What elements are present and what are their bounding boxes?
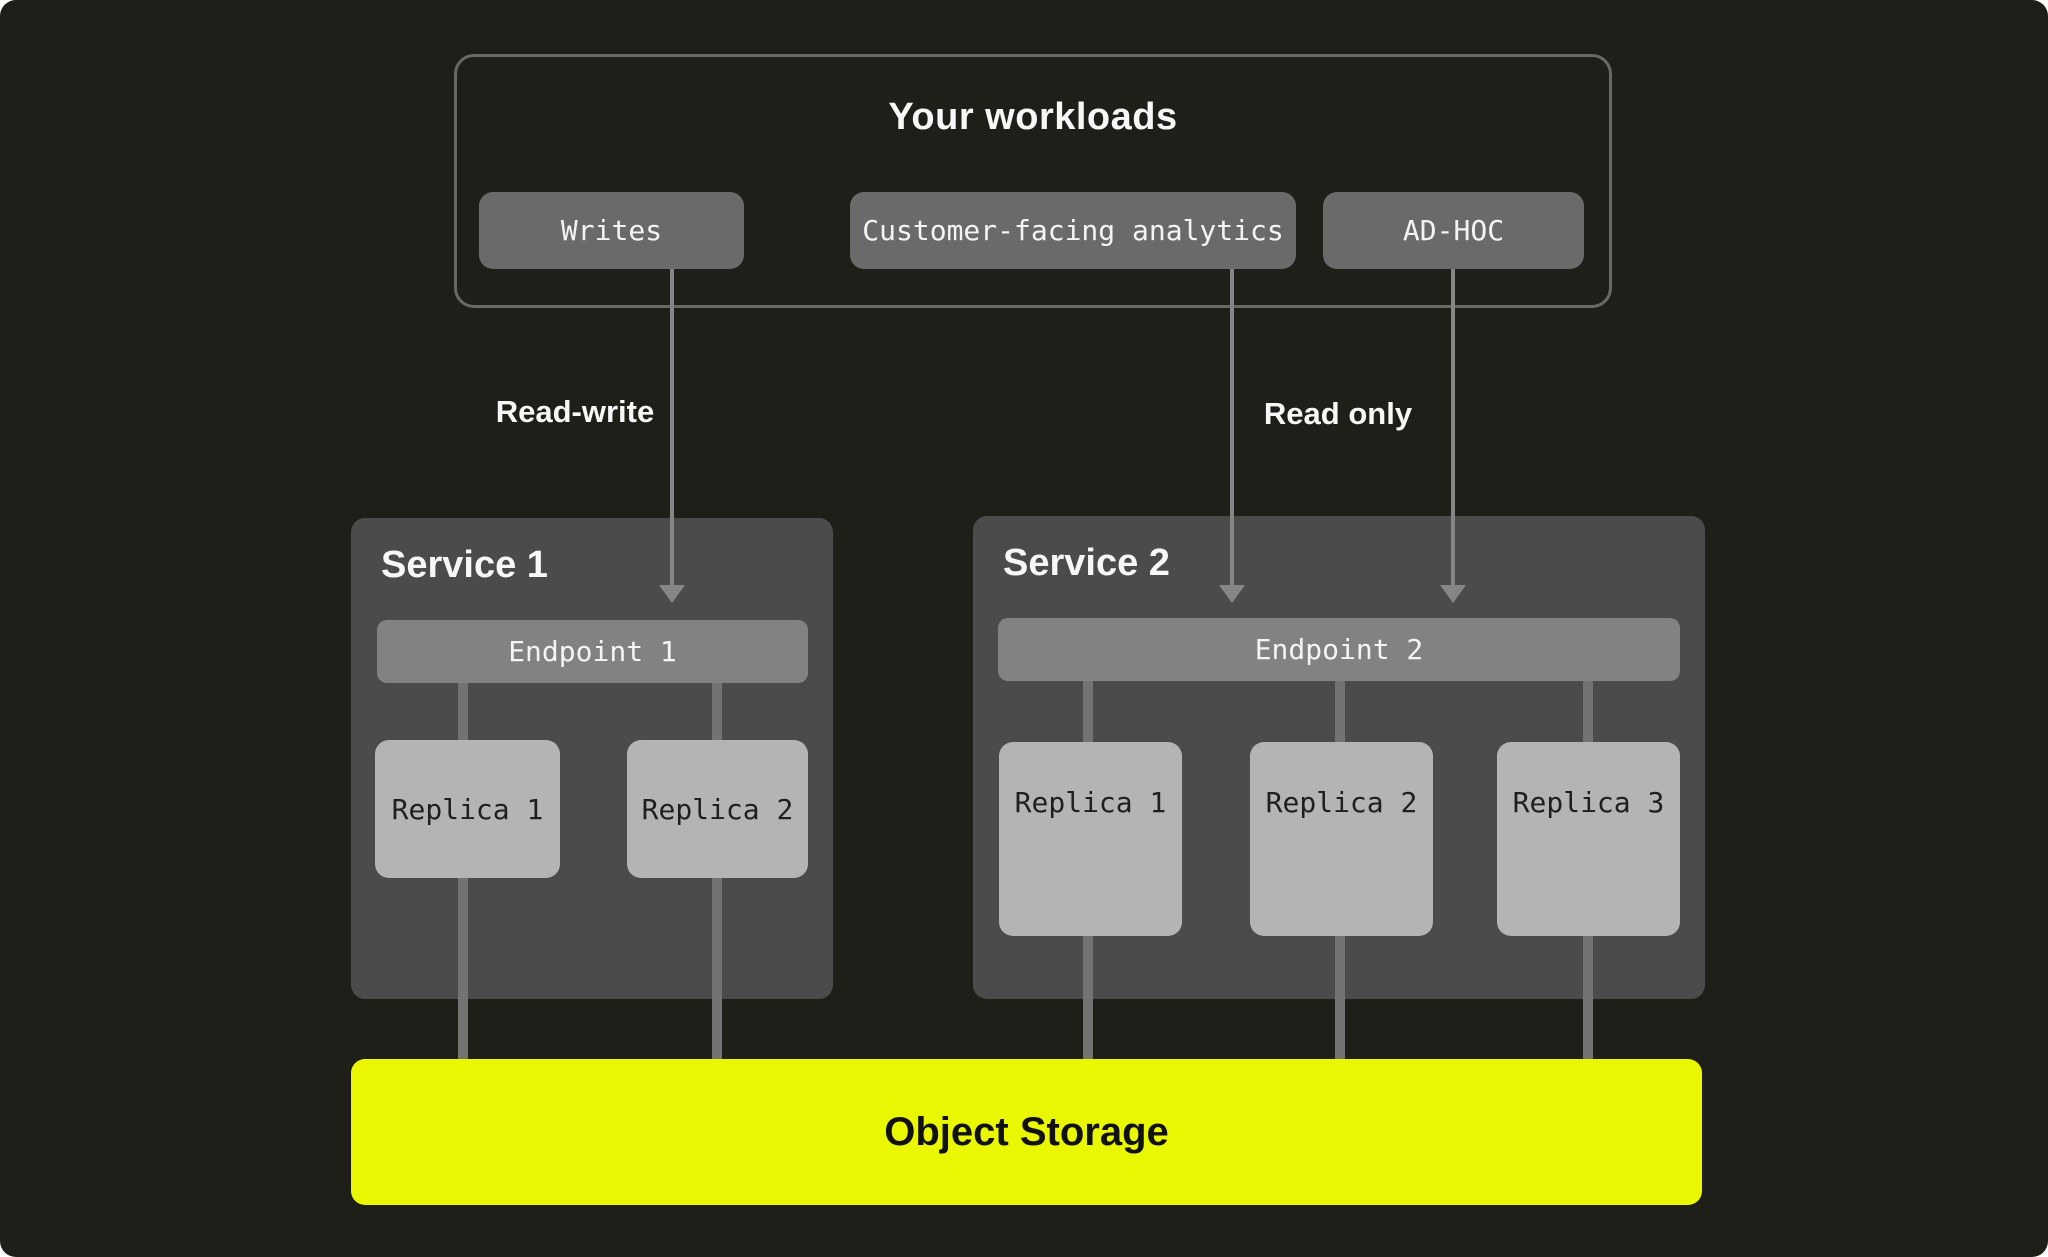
object-storage-label: Object Storage bbox=[884, 1109, 1169, 1154]
service-2-replica-2-label: Replica 2 bbox=[1265, 786, 1418, 819]
service-1-replica-2-label: Replica 2 bbox=[641, 792, 794, 826]
service-2-replica-1-label: Replica 1 bbox=[1014, 786, 1167, 819]
workload-node-writes-label: Writes bbox=[560, 214, 663, 247]
service-1-replica-2: Replica 2 bbox=[627, 740, 808, 878]
arrow-adhoc-to-endpoint2-head-icon bbox=[1440, 585, 1466, 603]
service-2-replica-3-label: Replica 3 bbox=[1512, 786, 1665, 819]
workloads-group-frame bbox=[454, 54, 1612, 308]
edge-label-read-write: Read-write bbox=[495, 394, 655, 429]
workload-node-ad-hoc-label: AD-HOC bbox=[1402, 214, 1505, 247]
service-1-replica-1-label: Replica 1 bbox=[391, 792, 544, 826]
service-2-endpoint-label: Endpoint 2 bbox=[1254, 633, 1424, 666]
service-1-endpoint: Endpoint 1 bbox=[377, 620, 808, 683]
service-1-title: Service 1 bbox=[381, 544, 548, 586]
service-2-replica-2: Replica 2 bbox=[1250, 742, 1433, 936]
arrow-writes-to-endpoint1-head-icon bbox=[659, 585, 685, 603]
arrow-analytics-to-endpoint2-line bbox=[1230, 269, 1234, 585]
service-2-replica-3: Replica 3 bbox=[1497, 742, 1680, 936]
service-1-endpoint-label: Endpoint 1 bbox=[508, 635, 677, 668]
service-2-title: Service 2 bbox=[1003, 542, 1170, 584]
workload-node-customer-facing-analytics-label: Customer-facing analytics bbox=[862, 214, 1284, 247]
workload-node-customer-facing-analytics: Customer-facing analytics bbox=[850, 192, 1296, 269]
arrow-analytics-to-endpoint2-head-icon bbox=[1219, 585, 1245, 603]
service-1-replica-1: Replica 1 bbox=[375, 740, 560, 878]
object-storage-bar: Object Storage bbox=[351, 1059, 1702, 1205]
workloads-group-title: Your workloads bbox=[888, 96, 1178, 138]
service-2-endpoint: Endpoint 2 bbox=[998, 618, 1680, 681]
arrow-adhoc-to-endpoint2-line bbox=[1451, 269, 1455, 585]
workload-node-ad-hoc: AD-HOC bbox=[1323, 192, 1584, 269]
service-2-replica-1: Replica 1 bbox=[999, 742, 1182, 936]
workload-node-writes: Writes bbox=[479, 192, 744, 269]
edge-label-read-only: Read only bbox=[1263, 396, 1413, 431]
arrow-writes-to-endpoint1-line bbox=[670, 269, 674, 585]
